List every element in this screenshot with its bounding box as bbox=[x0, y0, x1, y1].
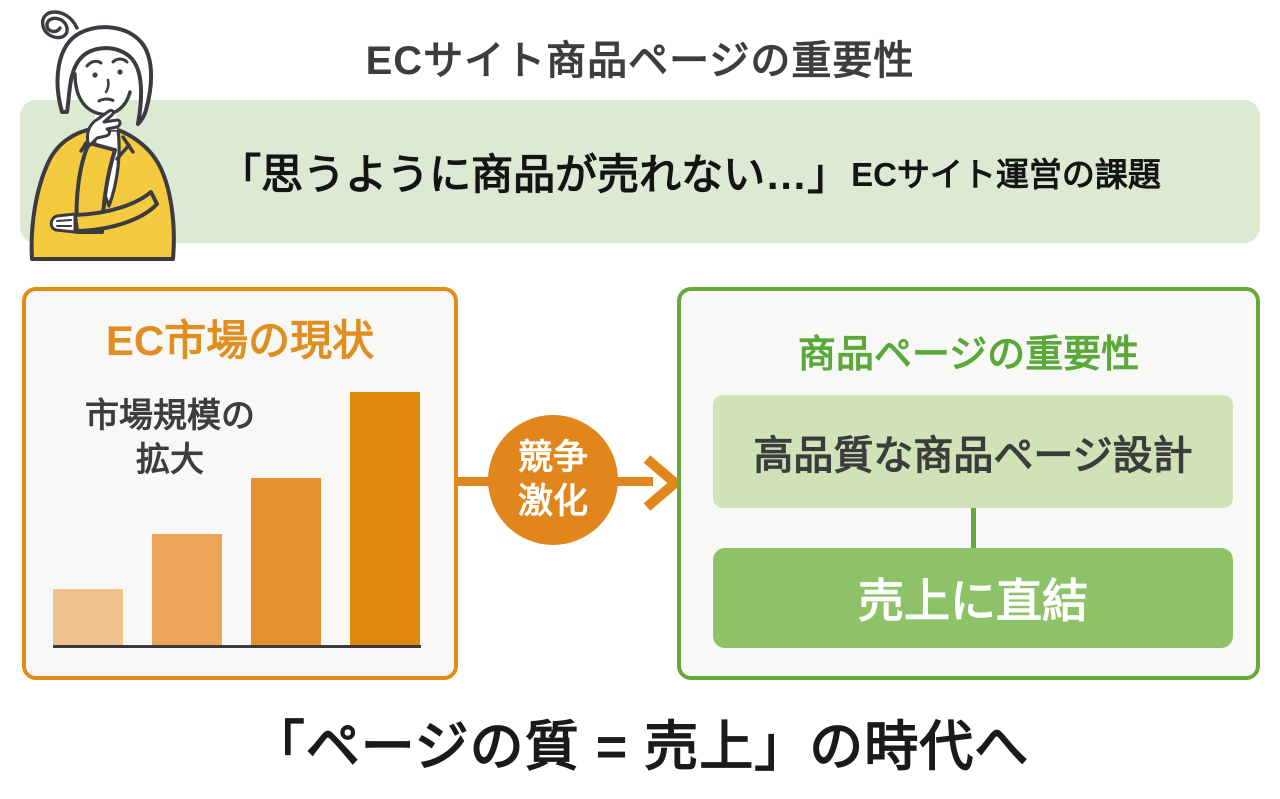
right-panel-title: 商品ページの重要性 bbox=[797, 334, 1140, 376]
chart-label-line2: 拡大 bbox=[136, 440, 204, 479]
page-title: ECサイト商品ページの重要性 bbox=[365, 39, 915, 83]
bottom-message: 「ページの質 = 売上」の時代へ bbox=[250, 717, 1030, 777]
competition-label-line2: 激化 bbox=[517, 482, 588, 521]
chart-bar-4 bbox=[350, 392, 420, 645]
banner-caption: ECサイト運営の課題 bbox=[851, 155, 1161, 193]
bar-chart-bars bbox=[53, 392, 425, 645]
competition-label-line1: 競争 bbox=[517, 438, 588, 478]
confusion-squiggle-icon bbox=[41, 10, 79, 40]
chart-label: 市場規模の 拡大 bbox=[60, 395, 280, 482]
sales-result-box: 売上に直結 bbox=[713, 548, 1233, 648]
left-panel-title: EC市場の現状 bbox=[105, 317, 375, 364]
banner-quote: 「思うように商品が売れない…」 bbox=[219, 151, 850, 198]
competition-circle: 競争 激化 bbox=[488, 415, 618, 545]
arrow-head-icon bbox=[643, 455, 683, 511]
ec-market-panel: EC市場の現状 市場規模の 拡大 bbox=[22, 287, 458, 680]
sales-result-label: 売上に直結 bbox=[858, 575, 1088, 627]
bar-chart bbox=[53, 392, 425, 648]
chart-bar-1 bbox=[53, 589, 123, 645]
connector-line bbox=[971, 508, 976, 548]
chart-bar-3 bbox=[251, 478, 321, 645]
chart-label-line1: 市場規模の bbox=[85, 397, 255, 435]
quality-design-label: 高品質な商品ページ設計 bbox=[753, 433, 1193, 478]
quality-design-box: 高品質な商品ページ設計 bbox=[713, 395, 1233, 508]
chart-baseline bbox=[53, 645, 421, 648]
thinking-woman-illustration bbox=[29, 10, 176, 261]
chart-bar-2 bbox=[152, 534, 222, 645]
problem-banner: 「思うように商品が売れない…」 ECサイト運営の課題 bbox=[20, 100, 1260, 243]
product-page-panel: 商品ページの重要性 高品質な商品ページ設計 売上に直結 bbox=[677, 287, 1260, 680]
